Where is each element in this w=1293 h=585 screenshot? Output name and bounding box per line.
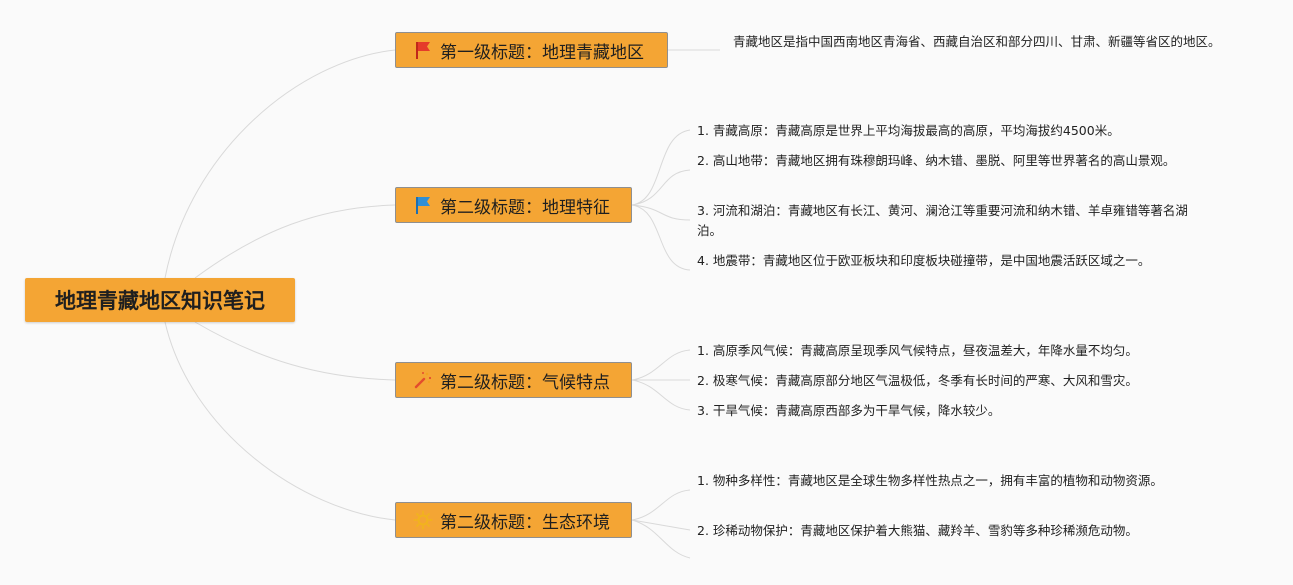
blue-flag-icon [412, 194, 434, 216]
branch-topic-label: 第一级标题：地理青藏地区 [440, 42, 644, 63]
leaf-topic-text: 青藏地区是指中国西南地区青海省、西藏自治区和部分四川、甘肃、新疆等省区的地区。 [733, 34, 1221, 49]
branch-topic-geography-region[interactable]: 第一级标题：地理青藏地区 [395, 32, 668, 68]
root-topic-title: 地理青藏地区知识笔记 [55, 289, 265, 313]
leaf-topic-text: 1. 物种多样性：青藏地区是全球生物多样性热点之一，拥有丰富的植物和动物资源。 [697, 473, 1163, 488]
connector-b2-leaf3 [631, 204, 691, 221]
leaf-topic[interactable]: 青藏地区是指中国西南地区青海省、西藏自治区和部分四川、甘肃、新疆等省区的地区。 [733, 32, 1228, 52]
leaf-topic[interactable]: 4. 地震带：青藏地区位于欧亚板块和印度板块碰撞带，是中国地震活跃区域之一。 [697, 251, 1180, 271]
connector-root-b1 [164, 49, 396, 279]
magic-wand-icon [412, 369, 434, 391]
root-topic[interactable]: 地理青藏地区知识笔记 [25, 278, 295, 322]
leaf-topic[interactable]: 2. 极寒气候：青藏高原部分地区气温极低，冬季有长时间的严寒、大风和雪灾。 [697, 371, 1197, 391]
leaf-topic-text: 3. 干旱气候：青藏高原西部多为干旱气候，降水较少。 [697, 403, 1001, 418]
red-flag-icon [412, 39, 434, 61]
connector-root-b2 [194, 204, 396, 279]
connector-root-b4 [164, 321, 396, 521]
leaf-topic[interactable]: 2. 珍稀动物保护：青藏地区保护着大熊猫、藏羚羊、雪豹等多种珍稀濒危动物。 [697, 521, 1197, 541]
leaf-topic[interactable]: 3. 干旱气候：青藏高原西部多为干旱气候，降水较少。 [697, 401, 1197, 421]
branch-topic-geographic-features[interactable]: 第二级标题：地理特征 [395, 187, 632, 223]
connector-b4-leaf2 [631, 519, 691, 531]
connector-b4-leaf3 [631, 519, 691, 559]
connector-root-b3 [194, 321, 396, 381]
connector-b2-leaf1 [631, 129, 691, 206]
leaf-topic-text: 3. 河流和湖泊：青藏地区有长江、黄河、澜沧江等重要河流和纳木错、羊卓雍错等著名… [697, 203, 1188, 238]
leaf-topic-text: 2. 极寒气候：青藏高原部分地区气温极低，冬季有长时间的严寒、大风和雪灾。 [697, 373, 1138, 388]
branch-topic-ecology[interactable]: 第二级标题：生态环境 [395, 502, 632, 538]
branch-topic-label: 第二级标题：气候特点 [440, 372, 610, 393]
leaf-topic-text: 1. 青藏高原：青藏高原是世界上平均海拔最高的高原，平均海拔约4500米。 [697, 123, 1120, 138]
connector-b2-leaf2 [631, 169, 691, 206]
leaf-topic-text: 2. 高山地带：青藏地区拥有珠穆朗玛峰、纳木错、墨脱、阿里等世界著名的高山景观。 [697, 153, 1176, 168]
leaf-topic[interactable]: 2. 高山地带：青藏地区拥有珠穆朗玛峰、纳木错、墨脱、阿里等世界著名的高山景观。 [697, 151, 1192, 171]
branch-topic-climate[interactable]: 第二级标题：气候特点 [395, 362, 632, 398]
connector-b3-leaf3 [631, 379, 691, 411]
leaf-topic-text: 2. 珍稀动物保护：青藏地区保护着大熊猫、藏羚羊、雪豹等多种珍稀濒危动物。 [697, 523, 1138, 538]
branch-topic-label: 第二级标题：生态环境 [440, 512, 610, 533]
connector-b4-leaf1 [631, 489, 691, 521]
sun-icon [412, 509, 434, 531]
leaf-topic[interactable]: 3. 河流和湖泊：青藏地区有长江、黄河、澜沧江等重要河流和纳木错、羊卓雍错等著名… [697, 201, 1192, 241]
connector-b2-leaf4 [631, 204, 691, 271]
leaf-topic-text: 4. 地震带：青藏地区位于欧亚板块和印度板块碰撞带，是中国地震活跃区域之一。 [697, 253, 1151, 268]
leaf-topic-text: 1. 高原季风气候：青藏高原呈现季风气候特点，昼夜温差大，年降水量不均匀。 [697, 343, 1138, 358]
leaf-topic[interactable]: 1. 青藏高原：青藏高原是世界上平均海拔最高的高原，平均海拔约4500米。 [697, 121, 1197, 141]
leaf-topic[interactable]: 1. 高原季风气候：青藏高原呈现季风气候特点，昼夜温差大，年降水量不均匀。 [697, 341, 1197, 361]
connector-b3-leaf1 [631, 349, 691, 381]
leaf-topic[interactable]: 1. 物种多样性：青藏地区是全球生物多样性热点之一，拥有丰富的植物和动物资源。 [697, 471, 1192, 491]
branch-topic-label: 第二级标题：地理特征 [440, 197, 610, 218]
